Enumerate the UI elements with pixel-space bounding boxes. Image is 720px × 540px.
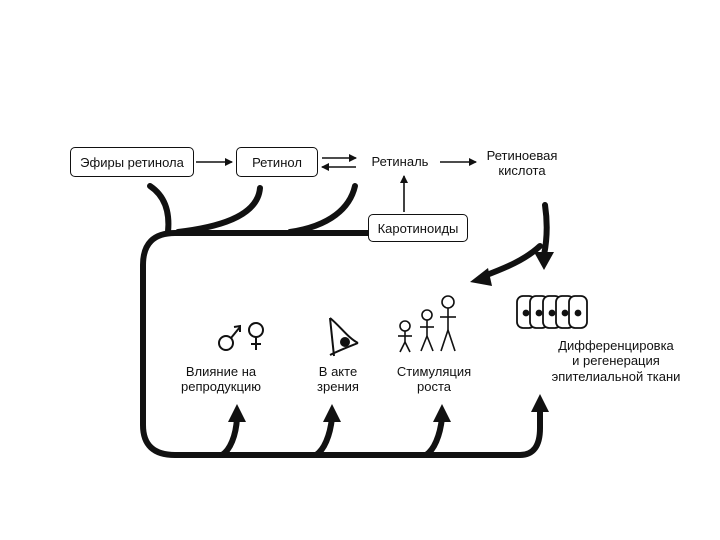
thick-arrowheads: [228, 252, 554, 422]
eye-icon: [329, 317, 359, 357]
node-retinal: Ретиналь: [371, 154, 429, 169]
node-retinol-esters-label: Эфиры ретинола: [80, 154, 184, 170]
node-retinoic-acid-line1: Ретиноевая: [486, 148, 558, 163]
effect-growth: Стимуляция роста: [390, 364, 478, 395]
effect-growth-line1: Стимуляция: [396, 364, 472, 379]
node-retinol: Ретинол: [236, 147, 318, 177]
effect-reproduction-line1: Влияние на: [185, 364, 257, 379]
effect-vision: В акте зрения: [300, 364, 376, 395]
epithelial-cells-icon: [516, 295, 588, 329]
stick-figures-icon: [398, 295, 456, 353]
effect-epithelium-line1: Дифференцировка: [558, 338, 674, 353]
effect-reproduction-line2: репродукцию: [181, 379, 261, 395]
effect-epithelium: Дифференцировка и регенерация эпителиаль…: [536, 338, 696, 384]
transport-loop: [140, 183, 550, 458]
effect-reproduction: Влияние на репродукцию: [170, 364, 272, 395]
node-retinol-label: Ретинол: [252, 154, 302, 170]
node-retinoic-acid-line2: кислота: [498, 163, 546, 179]
effect-epithelium-line2: и регенерация: [572, 353, 660, 369]
effect-vision-line1: В акте: [318, 364, 358, 379]
male-female-icon: [218, 322, 264, 351]
effect-epithelium-line3: эпителиальной ткани: [551, 368, 681, 384]
node-carotenoids-label: Каротиноиды: [377, 220, 459, 236]
node-carotenoids: Каротиноиды: [368, 214, 468, 242]
node-retinol-esters: Эфиры ретинола: [70, 147, 194, 177]
node-retinoic-acid: Ретиноевая кислота: [480, 148, 564, 179]
effect-growth-line2: роста: [417, 379, 451, 395]
effect-vision-line2: зрения: [317, 379, 359, 395]
